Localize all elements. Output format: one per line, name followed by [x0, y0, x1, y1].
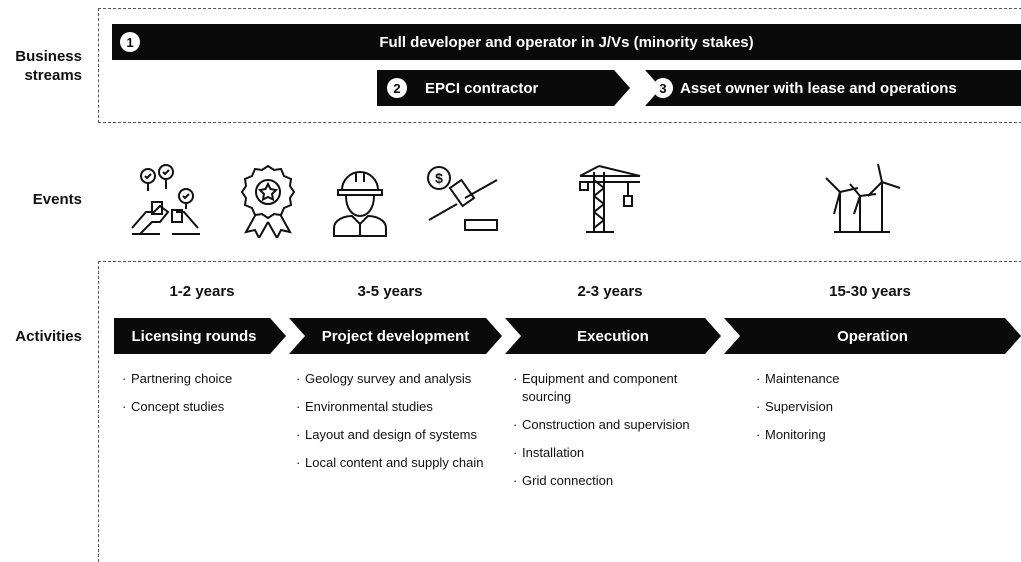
handshake-agreement-icon: [131, 164, 200, 235]
stream-bar-2: 2 EPCI contractor: [377, 70, 630, 106]
stream-number-1: 1: [120, 32, 140, 52]
tower-crane-icon: [579, 165, 641, 233]
business-streams-frame: [98, 8, 1021, 123]
events-label: Events: [32, 191, 82, 208]
list-item: Monitoring: [756, 426, 956, 444]
wind-turbines-icon: [825, 163, 901, 233]
list-item: Grid connection: [513, 472, 728, 490]
stream-bar-1: 1 Full developer and operator in J/Vs (m…: [112, 24, 1021, 60]
list-item: Geology survey and analysis: [296, 370, 486, 388]
list-item: Environmental studies: [296, 398, 486, 416]
phase-label-licensing: Licensing rounds: [131, 327, 257, 345]
operation-activity-list: Maintenance Supervision Monitoring: [756, 370, 956, 454]
licensing-activity-list: Partnering choice Concept studies: [122, 370, 282, 426]
execution-activity-list: Equipment and component sourcing Constru…: [513, 370, 728, 500]
activities-label: Activities: [15, 328, 82, 345]
business-streams-label: Business streams: [0, 47, 82, 85]
phase-label-operation: Operation: [837, 327, 908, 345]
list-item: Maintenance: [756, 370, 956, 388]
phase-label-development: Project development: [321, 327, 470, 345]
auction-gavel-icon: $: [427, 166, 498, 231]
stream-label-2: EPCI contractor: [425, 79, 539, 97]
list-item: Local content and supply chain: [296, 454, 486, 472]
stream-label-1: Full developer and operator in J/Vs (min…: [379, 33, 754, 51]
development-activity-list: Geology survey and analysis Environmenta…: [296, 370, 486, 482]
duration-execution: 2-3 years: [577, 283, 643, 300]
list-item: Installation: [513, 444, 728, 462]
duration-licensing: 1-2 years: [169, 283, 235, 300]
list-item: Layout and design of systems: [296, 426, 486, 444]
stream-bar-3: 3 Asset owner with lease and operations: [645, 70, 1021, 106]
stream-number-2: 2: [387, 78, 407, 98]
business-label-line1: Business: [15, 48, 82, 65]
list-item: Concept studies: [122, 398, 282, 416]
duration-development: 3-5 years: [357, 283, 423, 300]
phase-project-development: Project development: [289, 318, 502, 354]
phase-execution: Execution: [505, 318, 721, 354]
phase-licensing-rounds: Licensing rounds: [114, 318, 286, 354]
list-item: Equipment and component sourcing: [513, 370, 728, 406]
business-label-line2: streams: [24, 67, 82, 84]
list-item: Supervision: [756, 398, 956, 416]
stream-number-3: 3: [653, 78, 673, 98]
phase-label-execution: Execution: [577, 327, 649, 345]
duration-operation: 15-30 years: [829, 283, 911, 300]
list-item: Construction and supervision: [513, 416, 728, 434]
phase-operation: Operation: [724, 318, 1021, 354]
award-ribbon-icon: [240, 164, 296, 238]
list-item: Partnering choice: [122, 370, 282, 388]
stream-label-3: Asset owner with lease and operations: [680, 79, 957, 97]
worker-helmet-icon: [333, 171, 387, 237]
activities-frame: [98, 261, 1021, 562]
svg-text:$: $: [435, 170, 443, 186]
